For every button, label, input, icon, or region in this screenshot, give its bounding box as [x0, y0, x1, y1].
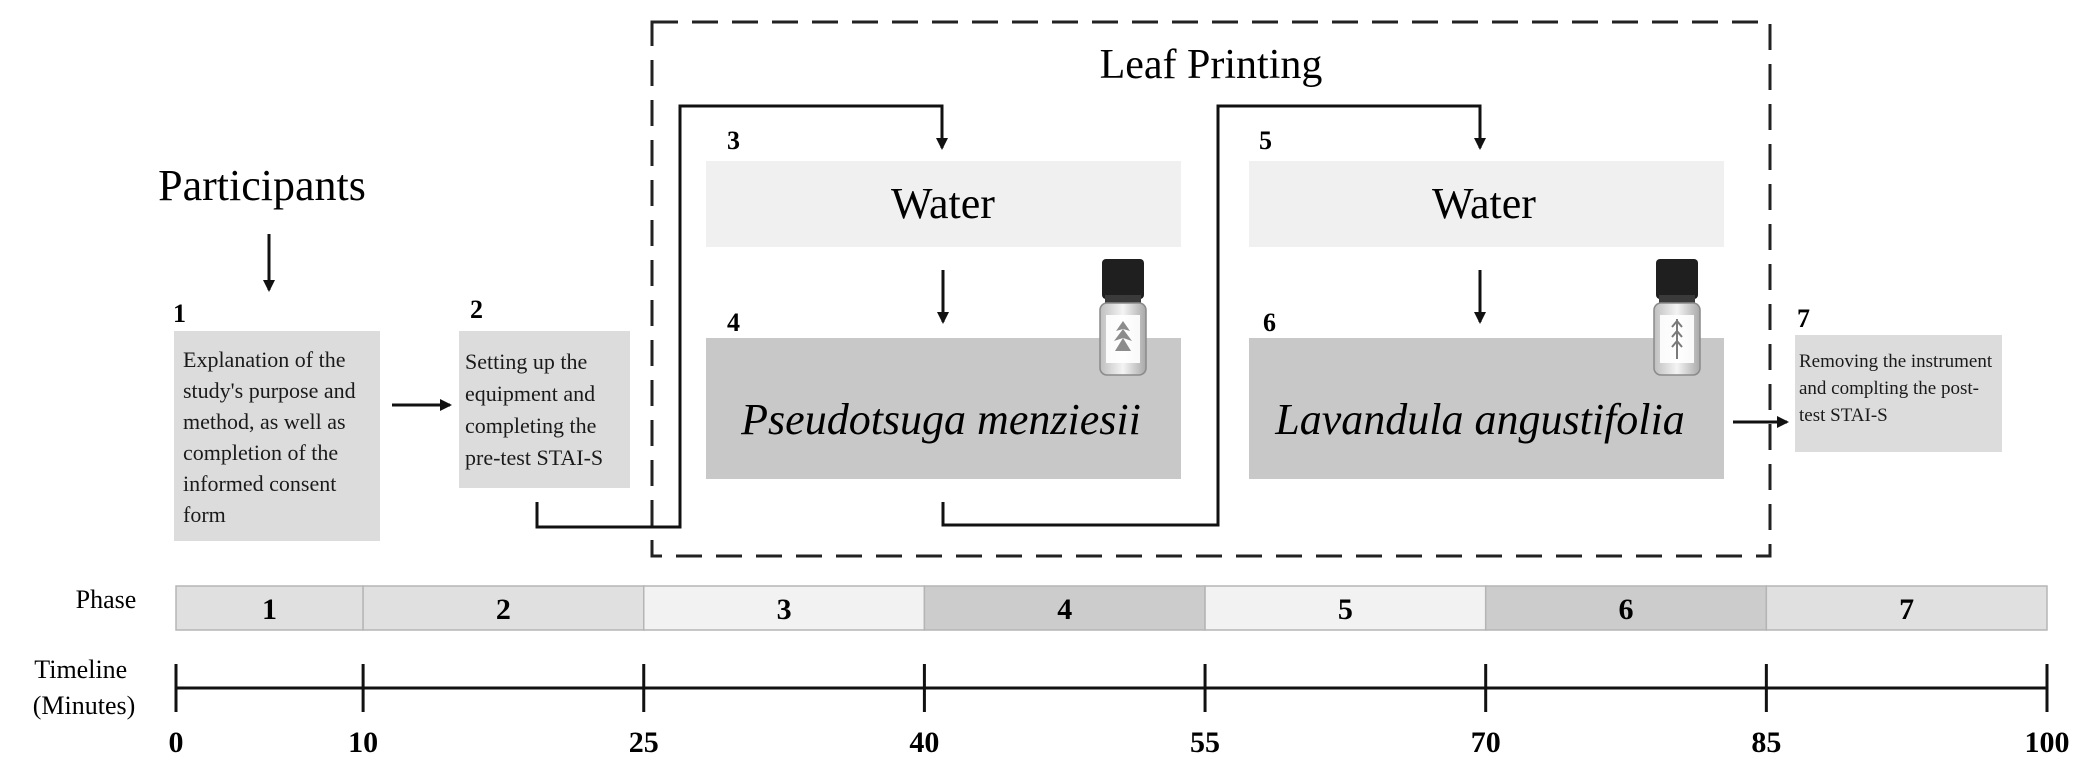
- timeline-label-line-1: Timeline: [34, 655, 127, 684]
- essential-oil-bottle-icon: [1099, 259, 1147, 376]
- timeline-tick-label-55: 55: [1190, 726, 1220, 759]
- step-4-number: 4: [727, 308, 740, 337]
- timeline-tick-label-70: 70: [1471, 726, 1501, 759]
- phase-label-6: 6: [1619, 593, 1634, 626]
- step-2-box: [459, 331, 630, 488]
- timeline-tick-label-25: 25: [629, 726, 659, 759]
- step-3-number: 3: [727, 126, 740, 155]
- phase-cell-6: [1484, 585, 1768, 631]
- timeline-label-line-2: (Minutes): [33, 691, 136, 720]
- phase-label-3: 3: [777, 593, 792, 626]
- step-5-box: [1249, 161, 1724, 247]
- timeline-ticks: 0 10 25 40 55 70 85 100: [169, 664, 2070, 759]
- timeline-tick-label-100: 100: [2025, 726, 2070, 759]
- step-6-label: Lavandula angustifolia: [1274, 395, 1684, 444]
- step-7-text: Removing the instrument and complting th…: [1799, 351, 1993, 426]
- step-7-number: 7: [1797, 304, 1810, 333]
- timeline-tick-label-40: 40: [909, 726, 939, 759]
- phase-label-1: 1: [262, 593, 277, 626]
- step-1-text: Explanation of the study's purpose and m…: [183, 347, 356, 527]
- phase-cell-1: [175, 585, 364, 631]
- connector-step-2-to-step-3: [535, 104, 948, 529]
- step-5-number: 5: [1259, 126, 1272, 155]
- participants-title: Participants: [158, 161, 366, 210]
- phase-label-2: 2: [496, 593, 511, 626]
- timeline-tick-label-0: 0: [169, 726, 184, 759]
- phase-label: Phase: [76, 585, 137, 614]
- phase-cell-2: [362, 585, 645, 631]
- timeline-label: Timeline (Minutes): [33, 655, 136, 720]
- timeline-tick-label-85: 85: [1751, 726, 1781, 759]
- phase-label-4: 4: [1057, 593, 1072, 626]
- leaf-printing-frame: [650, 20, 1772, 558]
- phase-cell-7: [1765, 585, 2048, 631]
- step-1-number: 1: [173, 299, 186, 328]
- step-2-text: Setting up the equipment and completing …: [465, 349, 604, 470]
- phase-cell-3: [643, 585, 926, 631]
- step-3-label: Water: [891, 179, 995, 228]
- phase-label-5: 5: [1338, 593, 1353, 626]
- phase-bar: 1 2 3 4 5 6 7: [175, 585, 2048, 631]
- step-3-box: [706, 161, 1181, 247]
- step-2-number: 2: [470, 295, 483, 324]
- phase-label-7: 7: [1899, 593, 1914, 626]
- step-5-label: Water: [1432, 179, 1536, 228]
- timeline-tick-label-10: 10: [348, 726, 378, 759]
- connector-step-4-to-step-5: [941, 104, 1486, 527]
- step-7-box: [1795, 335, 2002, 452]
- essential-oil-bottle-icon: [1653, 259, 1701, 376]
- step-6-number: 6: [1263, 308, 1276, 337]
- step-4-label: Pseudotsuga menziesii: [740, 395, 1141, 444]
- step-6-box: [1249, 338, 1724, 479]
- leaf-printing-title: Leaf Printing: [1100, 42, 1323, 88]
- step-1-box: [174, 331, 380, 541]
